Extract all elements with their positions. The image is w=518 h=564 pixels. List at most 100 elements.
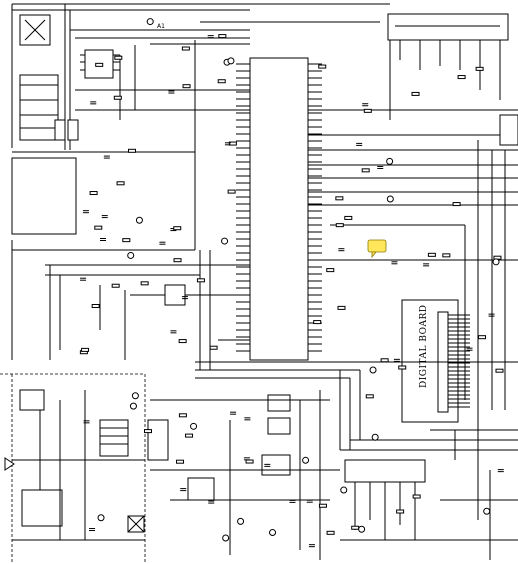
capacitor xyxy=(83,420,90,424)
sticky-note-icon[interactable] xyxy=(367,239,387,259)
resistor xyxy=(116,181,125,186)
capacitor xyxy=(80,277,87,281)
capacitor xyxy=(488,313,495,317)
power-supply-components xyxy=(4,389,169,541)
resistor xyxy=(452,202,461,207)
capacitor xyxy=(101,215,108,219)
transistor xyxy=(386,195,394,203)
transistor xyxy=(135,216,143,224)
resistor xyxy=(337,305,346,310)
resistor xyxy=(351,525,360,530)
resistor xyxy=(361,168,370,173)
resistor xyxy=(81,347,90,352)
capacitor xyxy=(362,103,369,107)
resistor xyxy=(326,268,335,273)
capacitor xyxy=(338,248,345,252)
capacitor xyxy=(170,330,177,334)
resistor xyxy=(95,62,104,67)
resistor xyxy=(173,258,182,263)
mid-left-circuit xyxy=(45,250,250,370)
resistor xyxy=(182,84,191,89)
resistor xyxy=(218,34,227,39)
transistor xyxy=(358,525,366,533)
capacitor xyxy=(168,90,175,94)
transistor xyxy=(371,433,379,441)
resistor xyxy=(457,75,466,80)
capacitor xyxy=(159,241,166,245)
resistor xyxy=(114,55,123,60)
resistor xyxy=(335,223,344,228)
transistor xyxy=(302,456,310,464)
resistor xyxy=(344,215,353,220)
resistor xyxy=(140,281,149,286)
transistor xyxy=(269,529,277,537)
resistor xyxy=(365,394,374,399)
transistor xyxy=(386,157,394,165)
resistor xyxy=(181,46,190,51)
right-bus xyxy=(308,109,518,520)
left-frames xyxy=(11,40,196,360)
transistor xyxy=(237,517,245,525)
resistor xyxy=(495,368,504,373)
resistor xyxy=(178,413,187,418)
board-label: DIGITAL BOARD xyxy=(419,304,429,388)
resistor xyxy=(326,530,335,535)
transistor xyxy=(190,422,198,430)
resistor xyxy=(94,225,103,230)
resistor xyxy=(127,148,136,153)
component-marks xyxy=(79,18,504,548)
resistor xyxy=(227,189,236,194)
transistor xyxy=(222,534,230,542)
capacitor xyxy=(306,499,313,503)
resistor xyxy=(89,191,98,196)
resistor xyxy=(475,66,484,71)
digital-board xyxy=(401,299,470,423)
regulator-block xyxy=(150,390,340,560)
resistor xyxy=(442,253,451,258)
transistor xyxy=(127,251,135,259)
capacitor xyxy=(308,544,315,548)
transistor xyxy=(369,366,377,374)
resistor xyxy=(363,108,372,113)
capacitor xyxy=(180,488,187,492)
resistor xyxy=(176,459,185,464)
capacitor xyxy=(289,499,296,503)
transistor xyxy=(492,258,500,266)
capacitor xyxy=(207,35,214,39)
bottom-bus xyxy=(195,361,518,460)
resistor xyxy=(318,503,327,508)
power-supply-frame xyxy=(0,373,146,564)
transistor xyxy=(340,486,348,494)
capacitor xyxy=(391,261,398,265)
resistor xyxy=(318,64,327,69)
capacitor xyxy=(103,155,110,159)
resistor xyxy=(122,238,131,243)
capacitor xyxy=(243,457,250,461)
capacitor xyxy=(377,165,384,169)
capacitor xyxy=(181,296,188,300)
driver-ic xyxy=(340,459,518,560)
main-ic xyxy=(236,57,322,361)
resistor xyxy=(411,91,420,96)
capacitor xyxy=(244,417,251,421)
resistor xyxy=(144,429,153,434)
resistor xyxy=(185,433,194,438)
capacitor xyxy=(264,463,271,467)
resistor xyxy=(217,79,226,84)
capacitor xyxy=(230,411,237,415)
resistor xyxy=(178,339,187,344)
capacitor xyxy=(224,142,231,146)
resistor xyxy=(396,509,405,514)
resistor xyxy=(313,320,322,325)
resistor xyxy=(111,283,120,288)
resistor xyxy=(196,278,205,283)
transistor xyxy=(146,18,154,26)
resistor xyxy=(335,196,344,201)
resistor xyxy=(380,358,389,363)
section-label: A1 xyxy=(157,23,165,30)
capacitor xyxy=(423,263,430,267)
transistor xyxy=(97,514,105,522)
top-right-connector xyxy=(387,13,509,120)
resistor xyxy=(478,335,487,340)
resistor xyxy=(91,304,100,309)
